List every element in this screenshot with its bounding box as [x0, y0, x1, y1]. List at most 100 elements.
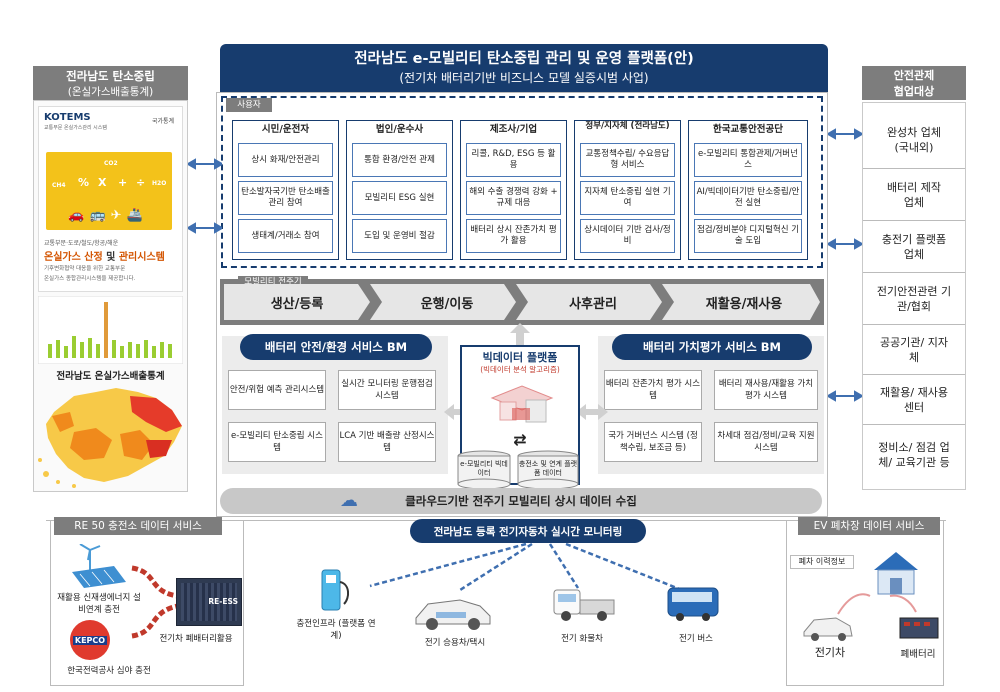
- kepco-logo-text: KEPCO: [72, 635, 108, 645]
- cloud-icon: ☁: [340, 490, 358, 511]
- ch4-label: CH4: [52, 182, 66, 189]
- user-item: 지자체 탄소중립 실현 기여: [580, 181, 675, 215]
- user-item: e-모빌리티 통합관제/거버넌스: [694, 143, 802, 177]
- user-item: 교통정책수립/ 수요응답형 서비스: [580, 143, 675, 177]
- plus-label: +: [118, 176, 128, 189]
- transport-icons: 🚗🚌✈🚢: [68, 208, 148, 223]
- user-column-title: 제조사/기업: [489, 124, 538, 135]
- ess-grid: [181, 583, 237, 621]
- jeonnam-map-image: [38, 388, 182, 488]
- banner-small-text: 교통부문·도로/철도/항공/해운: [44, 240, 119, 247]
- user-item: 리콜, R&D, ESG 등 활용: [466, 143, 561, 177]
- passenger-car-icon: [415, 599, 491, 630]
- bigdata-subtitle: (빅데이터 분석 알고리즘): [480, 365, 560, 374]
- database-label-charging: 충전소 및 연계 플랫폼 데이터: [518, 460, 578, 477]
- partner-item: 충전기 플랫폼업체: [863, 221, 965, 273]
- partner-item: 공공기관/ 지자체: [863, 325, 965, 375]
- left-link-arrows: [188, 158, 222, 234]
- bigdata-title: 빅데이터 플랫폼: [482, 351, 558, 364]
- user-column-title: 시민/운전자: [261, 124, 310, 135]
- scrap-ev-icon: [803, 617, 853, 641]
- partner-item: 전기안전관련 기관/협회: [863, 273, 965, 325]
- scrap-history-label: 폐차 이력정보: [790, 555, 854, 569]
- solar-label: 재활용 신재생에너지 설비연계 충전: [57, 593, 141, 615]
- refresh-icon: ⇄: [513, 429, 527, 449]
- user-column-title: 정부/지자체 (전라남도): [585, 121, 670, 131]
- right-panel-subtitle: 협업대상: [893, 85, 935, 98]
- user-item: 탄소발자국기반 탄소배출관리 참여: [238, 181, 333, 215]
- lifecycle-stage-aftercare: 사후관리: [569, 296, 617, 312]
- scrap-flow-arrows: [837, 593, 917, 615]
- user-item: 점검/정비분야 디지털혁신 기술 도입: [694, 219, 802, 253]
- banner-big-c: 관리시스템: [118, 252, 165, 263]
- solar-wind-icon: [72, 544, 126, 588]
- bm-left-box: e-모빌리티 탄소중립 시스템: [228, 422, 326, 462]
- used-battery-label: 폐배터리: [900, 649, 936, 660]
- ess-caption: 전기차 폐배터리활용: [159, 634, 233, 644]
- page-title: 전라남도 e-모빌리티 탄소중립 관리 및 운영 플랫폼(안): [354, 51, 694, 67]
- database-icon-charging: [517, 450, 579, 490]
- left-panel-subtitle: (온실가스배출통계): [67, 85, 154, 98]
- users-label: 사용자: [226, 98, 272, 112]
- used-battery-icon: [899, 617, 939, 639]
- bus-icon: [667, 587, 719, 621]
- user-column-title: 한국교통안전공단: [713, 124, 783, 135]
- up-arrow-icon: [510, 323, 530, 345]
- user-column-kotsa: 한국교통안전공단 e-모빌리티 통합관제/거버넌스 AI/빅데이터기반 탄소중립…: [688, 120, 808, 260]
- vehicle-label-car: 전기 승용차/택시: [424, 638, 486, 648]
- h2o-label: H2O: [152, 180, 167, 187]
- vehicle-label-bus: 전기 버스: [679, 634, 713, 644]
- user-column-manufacturer: 제조사/기업 리콜, R&D, ESG 등 활용 해외 수출 경쟁력 강화 + …: [460, 120, 567, 260]
- banner-big-b: 및: [102, 252, 119, 263]
- user-item: 상시데이터 기반 검사/정비: [580, 219, 675, 253]
- page-subtitle: (전기차 배터리기반 비즈니스 모델 실증시범 사업): [399, 71, 649, 85]
- user-column-corporate: 법인/운수사 통합 환경/안전 관제 모빌리티 ESG 실현 도입 및 운영비 …: [346, 120, 453, 260]
- scrap-ev-label: 전기차: [814, 646, 846, 659]
- kotems-logo: KOTEMS: [44, 112, 91, 123]
- partner-item: 배터리 제작업체: [863, 169, 965, 221]
- right-panel: 완성차 업체 (국내외) 배터리 제작업체 충전기 플랫폼업체 전기안전관련 기…: [862, 102, 966, 490]
- partner-item: 재활용/ 재사용센터: [863, 375, 965, 425]
- truck-icon: [553, 589, 615, 621]
- ess-icon: RE-ESS: [176, 578, 242, 626]
- bm-right-box: 배터리 재사용/재활용 가치 평가 시스템: [714, 370, 818, 410]
- right-panel-header: 안전관제 협업대상: [862, 66, 966, 100]
- partner-item: 정비소/ 점검 업체/ 교육기관 등: [878, 441, 950, 469]
- page-title-block: 전라남도 e-모빌리티 탄소중립 관리 및 운영 플랫폼(안) (전기차 배터리…: [220, 44, 828, 92]
- ev-scrap-title: EV 폐차장 데이터 서비스: [798, 517, 940, 535]
- banner-big-a: 온실가스 산정: [44, 252, 103, 263]
- user-column-government: 정부/지자체 (전라남도) 교통정책수립/ 수요응답형 서비스 지자체 탄소중립…: [574, 120, 681, 260]
- user-column-citizen: 시민/운전자 상시 화재/안전관리 탄소발자국기반 탄소배출관리 참여 생태계/…: [232, 120, 339, 260]
- power-connectors: [131, 565, 179, 639]
- left-panel-header: 전라남도 탄소중립 (온실가스배출통계): [33, 66, 188, 100]
- bm-left-title: 배터리 안전/환경 서비스 BM: [240, 334, 432, 360]
- times-label: X: [98, 176, 107, 189]
- bm-right-box: 차세대 점검/정비/교육 지원 시스템: [714, 422, 818, 462]
- user-item: 도입 및 운영비 절감: [352, 219, 447, 253]
- partner-item: 완성차 업체 (국내외): [863, 111, 965, 169]
- co2-label: CO2: [104, 160, 118, 167]
- lifecycle-stage-production: 생산/등록: [270, 296, 324, 312]
- vehicle-label-truck: 전기 화물차: [561, 634, 603, 644]
- banner-desc-2: 온실가스 종합관리시스템을 제공합니다.: [44, 276, 136, 282]
- user-item: 통합 환경/안전 관제: [352, 143, 447, 177]
- kotems-subtitle: 교통부문 온실가스관리 시스템: [44, 125, 107, 131]
- kepco-label: 한국전력공사 심야 충전: [67, 666, 151, 676]
- database-icon-mobility: [457, 450, 511, 490]
- user-item: 배터리 상시 잔존가치 평가 활용: [466, 219, 561, 253]
- bm-left-box: 실시간 모니터링 운행점검시스템: [338, 370, 436, 410]
- monitoring-title: 전라남도 등록 전기자동차 실시간 모니터링: [410, 519, 646, 543]
- charger-label: 충전인프라 (플랫폼 연계): [296, 619, 376, 641]
- kotems-banner: [46, 152, 172, 230]
- bm-right-title: 배터리 가치평가 서비스 BM: [612, 334, 812, 360]
- user-item: 상시 화재/안전관리: [238, 143, 333, 177]
- bm-left-box: LCA 기반 배출량 산정시스템: [338, 422, 436, 462]
- ess-label: RE-ESS: [208, 597, 238, 606]
- divide-label: ÷: [136, 176, 146, 189]
- bm-right-box: 국가 거버넌스 시스템 (정책수립, 보조금 등): [604, 422, 702, 462]
- charger-icon: [321, 569, 350, 611]
- cloud-bar-label: 클라우드기반 전주기 모빌리티 상시 데이터 수집: [405, 494, 637, 508]
- re50-title: RE 50 충전소 데이터 서비스: [54, 517, 222, 535]
- monitoring-links: [369, 542, 683, 592]
- right-panel-title: 안전관제: [893, 69, 935, 82]
